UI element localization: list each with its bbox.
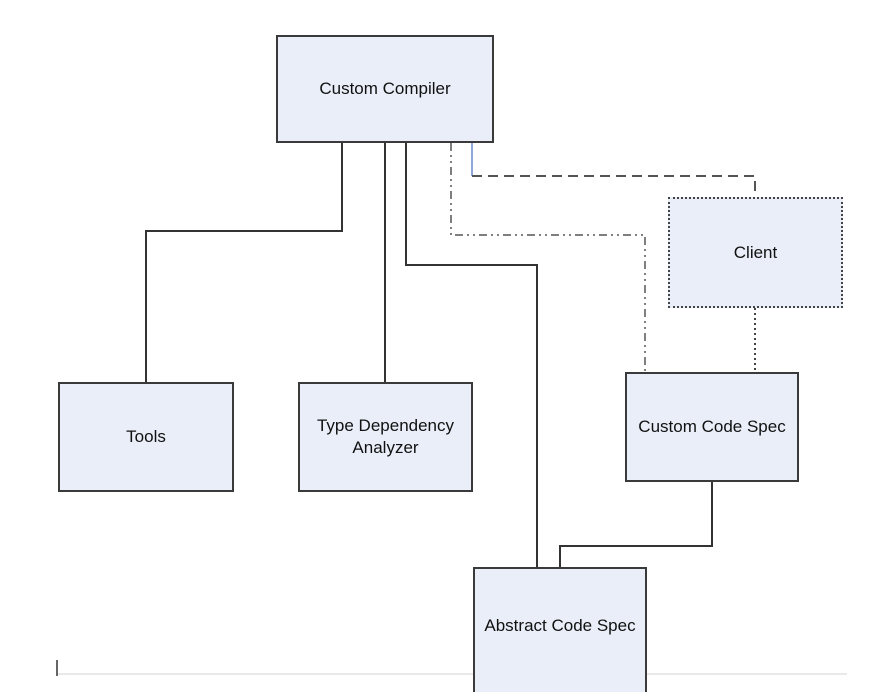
edge-compiler-client <box>472 175 756 197</box>
node-custom-code-spec-label: Custom Code Spec <box>638 417 786 436</box>
node-tools[interactable]: Tools <box>58 382 234 492</box>
edge-compiler-abstract-code-spec <box>405 143 538 567</box>
edge-custom-code-spec-abstract-code-spec <box>559 482 713 567</box>
node-type-dependency-analyzer[interactable]: Type Dependency Analyzer <box>298 382 473 492</box>
node-custom-compiler[interactable]: Custom Compiler <box>276 35 494 143</box>
node-type-dependency-analyzer-label: Type Dependency Analyzer <box>316 416 455 457</box>
node-custom-code-spec[interactable]: Custom Code Spec <box>625 372 799 482</box>
node-abstract-code-spec-label: Abstract Code Spec <box>484 615 636 635</box>
node-custom-compiler-label: Custom Compiler <box>319 79 451 98</box>
node-client-label: Client <box>733 242 778 262</box>
node-client[interactable]: Client <box>668 197 843 308</box>
node-abstract-code-spec[interactable]: Abstract Code Spec <box>473 567 647 692</box>
node-tools-label: Tools <box>126 427 166 446</box>
edge-compiler-custom-code-spec <box>450 143 646 372</box>
edge-compiler-tools <box>145 143 343 382</box>
